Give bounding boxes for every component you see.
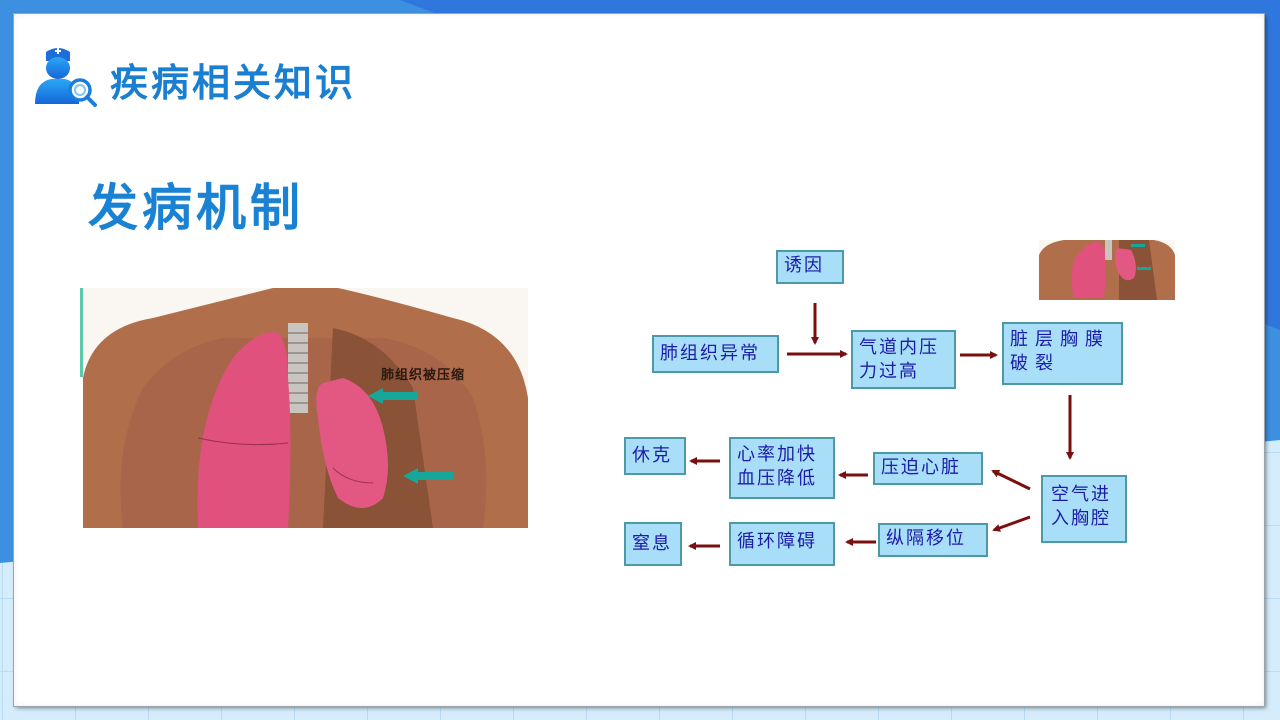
flow-node-compress-heart: 压迫心脏 [873,452,983,485]
flow-node-mediastinal-shift: 纵隔移位 [878,523,988,557]
flow-node-air-chest: 空气进入胸腔 [1041,475,1127,543]
flow-node-trigger: 诱因 [776,250,844,284]
flow-node-suffocation: 窒息 [624,522,682,566]
doctor-search-icon [33,42,99,108]
flow-node-airway-pressure: 气道内压力过高 [851,330,956,389]
chest-lung-thumbnail [1039,240,1175,300]
header-title: 疾病相关知识 [110,61,357,105]
illustration-label: 肺组织被压缩 [381,368,466,383]
flow-node-pleura-rupture: 脏层胸膜破裂 [1002,322,1123,385]
chest-lung-illustration: 肺组织被压缩 [83,288,528,528]
flow-node-hr-bp: 心率加快血压降低 [729,437,835,499]
flow-node-shock: 休克 [624,437,686,475]
flow-node-circulation: 循环障碍 [729,522,835,566]
section-title: 发病机制 [88,179,304,237]
flow-node-lung-abnormal: 肺组织异常 [652,335,779,373]
accent-bar [80,288,83,377]
